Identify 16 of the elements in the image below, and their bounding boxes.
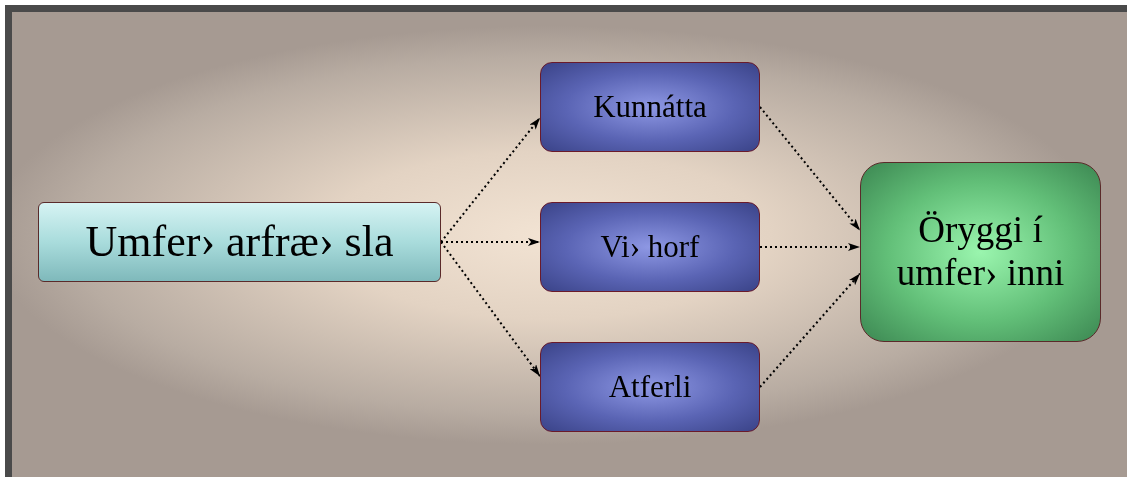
dotted-arrow [759, 243, 861, 251]
dotted-arrow [440, 241, 541, 378]
concept-box [38, 202, 441, 282]
concept-box [540, 202, 760, 292]
box-label: Öryggi í umfer› inni [895, 209, 1066, 295]
box-label: Vi› horf [600, 229, 700, 265]
result-box [860, 162, 1101, 342]
dotted-arrow [440, 238, 541, 246]
box-label: Kunnátta [593, 89, 707, 125]
box-label: Atferli [608, 369, 692, 405]
dotted-arrow [440, 116, 541, 243]
concept-box [540, 342, 760, 432]
concept-box [540, 62, 760, 152]
dotted-arrow [759, 272, 861, 388]
dotted-arrow [759, 106, 861, 232]
box-label: Umfer› arfræ› sla [85, 216, 394, 268]
